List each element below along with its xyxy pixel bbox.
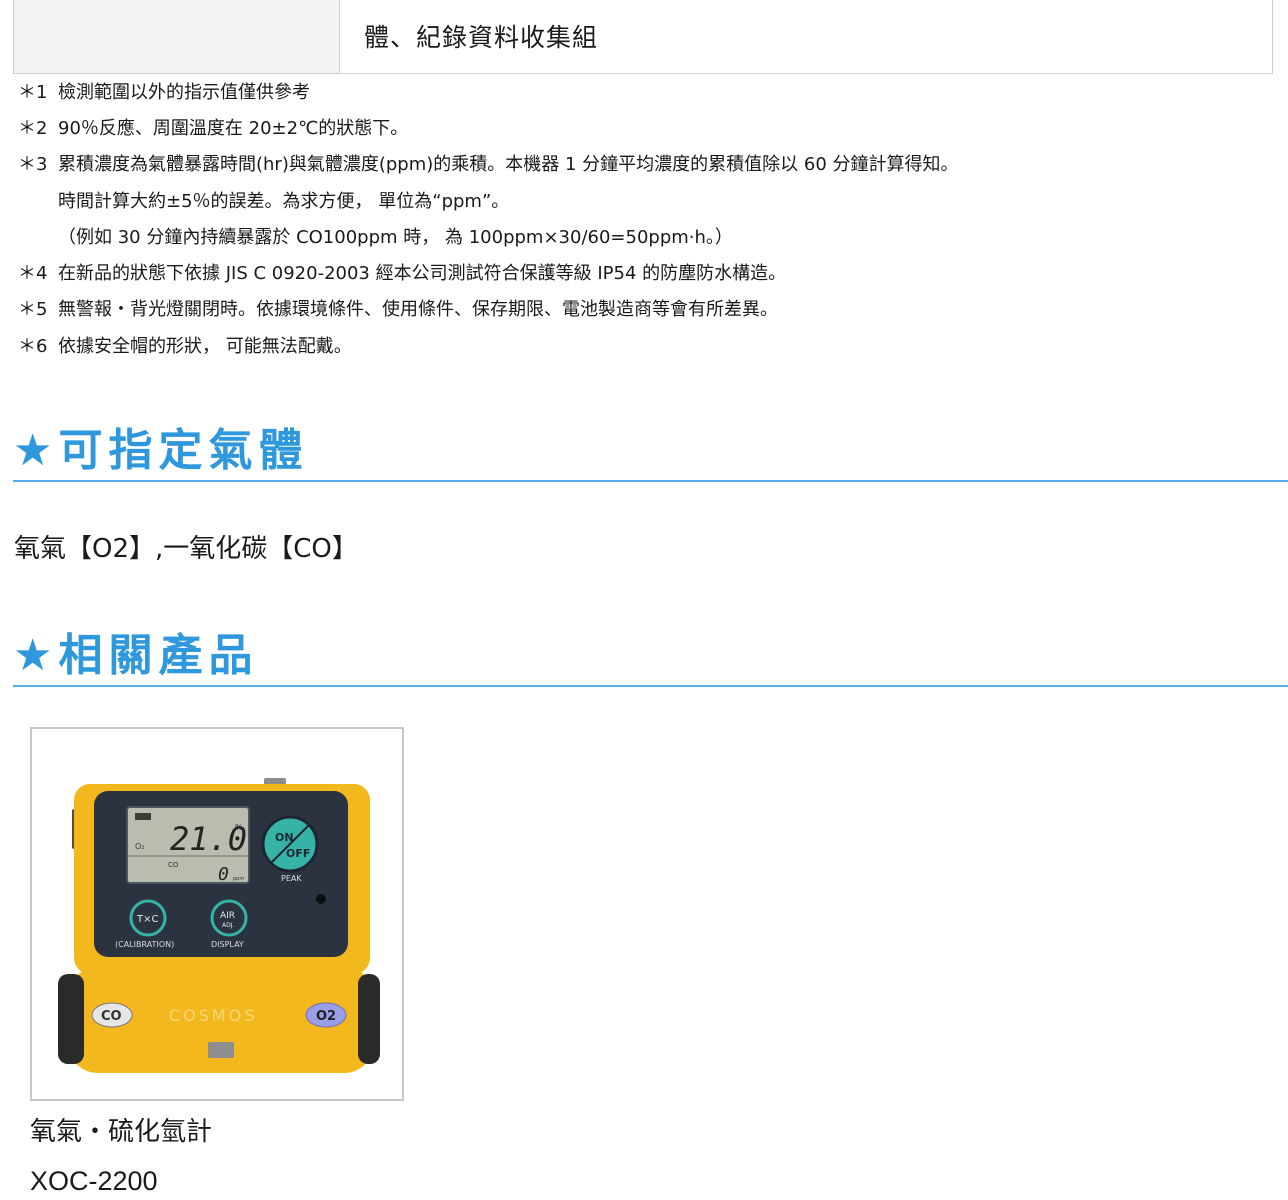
spec-value-text: 體、紀錄資料收集組 [364, 22, 599, 52]
gas-detector-illustration: O₂ 21.0 % CO 0 ppm ON OFF PEAK T×C (CALI… [58, 778, 380, 1073]
txc-label: T×C [136, 914, 158, 925]
footnote-mark: ＊6 [18, 336, 48, 357]
footnote-1: ＊1 檢測範圍以外的指示值僅供參考 [18, 80, 310, 106]
brand-logo: COSMOS [169, 1006, 257, 1025]
spec-label-cell [14, 0, 340, 73]
footnote-mark: ＊3 [18, 154, 48, 175]
calibration-label: (CALIBRATION) [115, 940, 174, 949]
adj-label: ADJ. [222, 922, 234, 929]
air-adj-button[interactable] [210, 899, 248, 937]
footnote-text: （例如 30 分鐘內持續暴露於 CO100ppm 時， 為 100ppm×30/… [58, 227, 733, 248]
display-label: DISPLAY [211, 940, 244, 949]
lcd-main-reading: 21.0 [170, 820, 247, 858]
footnote-4: ＊4 在新品的狀態下依據 JIS C 0920-2003 經本公司測試符合保護等級… [18, 261, 786, 287]
air-label: AIR [220, 911, 235, 921]
footnote-mark: ＊2 [18, 118, 48, 139]
gases-list: 氧氣【O2】,一氧化碳【CO】 [14, 534, 358, 564]
lcd-o2-label: O₂ [135, 842, 145, 851]
footnote-2: ＊2 90％反應、周圍溫度在 20±2℃的狀態下。 [18, 116, 408, 142]
footnote-mark: ＊1 [18, 82, 48, 103]
product-card[interactable]: O₂ 21.0 % CO 0 ppm ON OFF PEAK T×C (CALI… [30, 727, 404, 1197]
lcd-co-label: CO [168, 861, 179, 869]
product-name[interactable]: 氧氣・硫化氫計 [30, 1117, 213, 1147]
co-badge [91, 1002, 133, 1028]
product-model[interactable]: XOC-2200 [30, 1166, 158, 1196]
footnote-text: 依據安全帽的形狀， 可能無法配戴。 [58, 336, 352, 357]
footnote-3-line-2: 時間計算大約±5％的誤差。為求方便， 單位為“ppm”。 [18, 189, 509, 215]
footnote-text: 時間計算大約±5％的誤差。為求方便， 單位為“ppm”。 [58, 191, 510, 212]
footnote-text: 累積濃度為氣體暴露時間(hr)與氣體濃度(ppm)的乘積。本機器 1 分鐘平均濃… [58, 154, 959, 175]
heading-related-products: ★相關產品 [13, 625, 1288, 687]
footnote-text: 在新品的狀態下依據 JIS C 0920-2003 經本公司測試符合保護等級 I… [58, 263, 787, 284]
footnote-3: ＊3 累積濃度為氣體暴露時間(hr)與氣體濃度(ppm)的乘積。本機器 1 分鐘平… [18, 152, 959, 178]
o2-badge [305, 1002, 347, 1028]
co-badge-label: CO [101, 1009, 122, 1024]
peak-label: PEAK [281, 874, 302, 883]
heading-specifiable-gases: ★可指定氣體 [13, 420, 1288, 482]
lcd-unit: % [235, 823, 243, 832]
txc-button[interactable] [129, 899, 167, 937]
footnote-text: 無警報・背光燈關閉時。依據環境條件、使用條件、保存期限、電池製造商等會有所差異。 [58, 299, 778, 320]
footnote-mark: ＊4 [18, 263, 48, 284]
power-off-label: OFF [286, 847, 310, 860]
footnote-6: ＊6 依據安全帽的形狀， 可能無法配戴。 [18, 334, 352, 360]
power-on-label: ON [275, 831, 294, 844]
footnote-mark: ＊5 [18, 299, 48, 320]
product-image[interactable]: O₂ 21.0 % CO 0 ppm ON OFF PEAK T×C (CALI… [30, 727, 404, 1101]
spec-table-row: 體、紀錄資料收集組 [13, 0, 1273, 74]
spec-value-cell: 體、紀錄資料收集組 [340, 0, 1272, 73]
footnote-text: 90％反應、周圍溫度在 20±2℃的狀態下。 [58, 118, 409, 139]
footnote-3-line-3: （例如 30 分鐘內持續暴露於 CO100ppm 時， 為 100ppm×30/… [18, 225, 733, 251]
footnote-5: ＊5 無警報・背光燈關閉時。依據環境條件、使用條件、保存期限、電池製造商等會有所差… [18, 297, 778, 323]
o2-badge-label: O2 [316, 1009, 336, 1024]
lcd-second-reading: 0 [218, 864, 229, 885]
lcd-second-unit: ppm [233, 876, 244, 882]
footnote-text: 檢測範圍以外的指示值僅供參考 [58, 82, 310, 103]
